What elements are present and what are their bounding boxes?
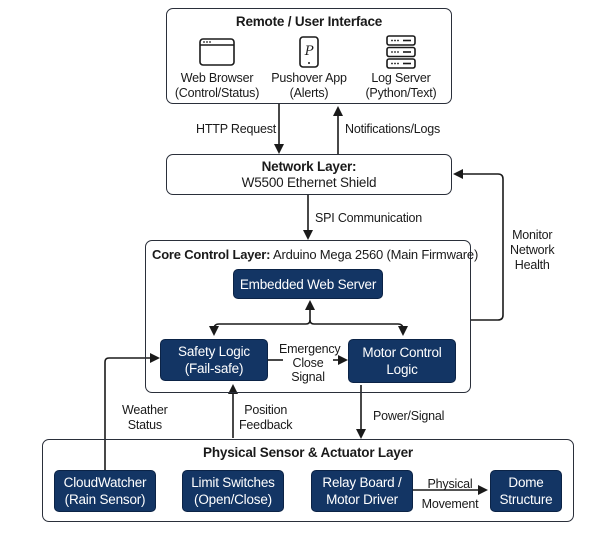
edge-webserver-to-motor (309, 319, 408, 336)
label-monitor-network-health: Monitor Network Health (510, 228, 555, 273)
label-line: Feedback (239, 418, 293, 432)
smartphone-pushover-icon: P (254, 35, 364, 69)
label-weather-status: Weather Status (122, 403, 168, 433)
client-web-browser: Web Browser (Control/Status) (162, 35, 272, 101)
label-emergency-close-signal: Emergency Close Signal (279, 342, 341, 384)
node-safety-logic[interactable]: Safety Logic (Fail-safe) (160, 339, 268, 381)
browser-window-icon (162, 35, 272, 69)
core-layer-title-rest: Arduino Mega 2560 (Main Firmware) (270, 247, 479, 262)
remote-layer-title: Remote / User Interface (235, 14, 383, 29)
core-layer-title: Core Control Layer: Arduino Mega 2560 (M… (152, 247, 478, 262)
label-line: Network (510, 243, 555, 257)
client-name: Web Browser (180, 71, 254, 85)
label-line: Monitor (512, 228, 553, 242)
label-line: Position (244, 403, 288, 417)
client-detail: (Control/Status) (174, 86, 260, 100)
node-label: Embedded Web Server (239, 276, 377, 292)
node-label: Dome (508, 475, 544, 490)
node-label: Relay Board / (322, 475, 402, 490)
label-line: Emergency (279, 342, 341, 356)
client-name: Pushover App (271, 71, 347, 85)
node-motor-control-logic[interactable]: Motor Control Logic (348, 339, 456, 383)
server-stack-icon (346, 35, 456, 69)
remote-user-interface-layer: Remote / User Interface Web Browser (Con… (166, 8, 452, 104)
node-label: (Rain Sensor) (64, 492, 146, 507)
node-label: Safety Logic (178, 344, 250, 359)
label-http-request: HTTP Request (196, 122, 277, 136)
network-layer-subtitle: W5500 Ethernet Shield (241, 175, 377, 190)
node-embedded-web-server[interactable]: Embedded Web Server (233, 269, 383, 299)
node-label: CloudWatcher (63, 475, 147, 490)
node-relay-board[interactable]: Relay Board / Motor Driver (311, 470, 413, 512)
core-control-layer: Core Control Layer: Arduino Mega 2560 (M… (145, 240, 478, 393)
node-label: Motor Driver (326, 492, 398, 507)
label-notifications-logs: Notifications/Logs (345, 122, 441, 136)
label-line: Status (127, 418, 162, 432)
edge-monitor-network-health (453, 169, 504, 321)
network-layer: Network Layer: W5500 Ethernet Shield (166, 154, 452, 195)
label-physical-movement: Physical Movement (420, 474, 480, 514)
node-dome-structure[interactable]: Dome Structure (490, 470, 562, 512)
edge-weather-status (104, 353, 160, 470)
label-line: Weather (122, 403, 168, 417)
client-pushover-app: P Pushover App (Alerts) (254, 35, 364, 101)
label-line: Physical (427, 477, 473, 491)
svg-text:P: P (304, 44, 314, 59)
node-label: Limit Switches (191, 475, 275, 490)
network-layer-title: Network Layer: (261, 159, 357, 174)
node-label: (Open/Close) (194, 492, 272, 507)
label-line: Movement (421, 497, 479, 511)
physical-sensor-actuator-layer: Physical Sensor & Actuator Layer (42, 439, 574, 522)
physical-layer-title: Physical Sensor & Actuator Layer (203, 445, 413, 460)
node-label: Structure (499, 492, 553, 507)
label-spi-communication: SPI Communication (315, 211, 423, 225)
label-line: Health (514, 258, 550, 272)
label-power-signal: Power/Signal (373, 409, 445, 423)
client-log-server: Log Server (Python/Text) (346, 35, 456, 101)
node-limit-switches[interactable]: Limit Switches (Open/Close) (182, 470, 284, 512)
client-name: Log Server (371, 71, 431, 85)
node-label: Logic (386, 362, 418, 377)
client-detail: (Python/Text) (365, 86, 437, 100)
node-label: Motor Control (362, 345, 442, 360)
label-line: Signal (291, 370, 325, 384)
client-detail: (Alerts) (289, 86, 329, 100)
node-cloudwatcher[interactable]: CloudWatcher (Rain Sensor) (54, 470, 156, 512)
core-layer-title-bold: Core Control Layer: (152, 247, 271, 262)
node-label: (Fail-safe) (184, 361, 244, 376)
label-line: Close (292, 356, 324, 370)
label-position-feedback: Position Feedback (239, 403, 292, 433)
